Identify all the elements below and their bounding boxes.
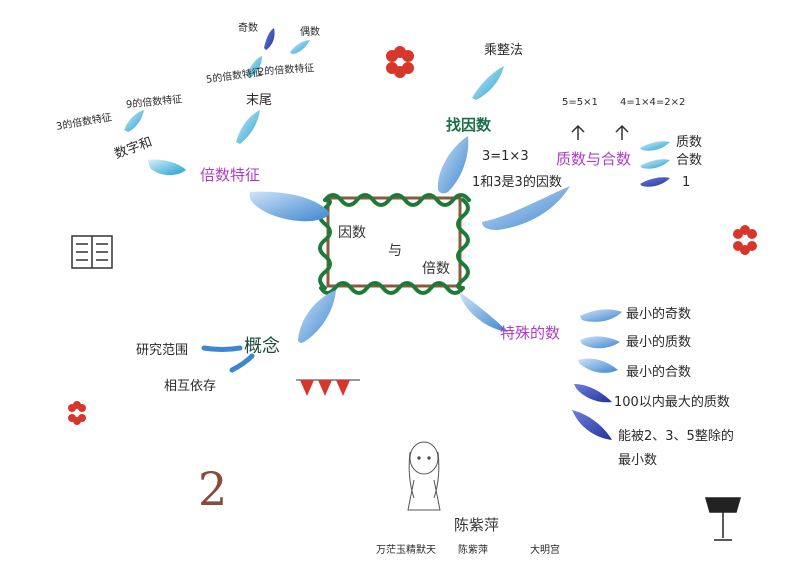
flower-icon	[733, 225, 757, 255]
branch-title-special-numbers: 特殊的数	[500, 324, 561, 342]
drop-odd	[264, 28, 275, 50]
special-item: 最小的奇数	[626, 307, 692, 322]
label-prime: 质数	[676, 135, 703, 150]
branch-title-concept: 概念	[244, 336, 280, 357]
label-scope: 研究范围	[136, 343, 189, 358]
drop-method	[472, 66, 504, 100]
label-one: 1	[682, 175, 691, 190]
center-title-multiple: 倍数	[422, 261, 450, 277]
branch-drop-multiple-features	[249, 191, 330, 222]
concept-scope-line	[201, 345, 243, 352]
special-item: 最小的合数	[626, 365, 692, 380]
signature-line-2: 陈紫萍	[458, 545, 488, 556]
center-title-and: 与	[388, 243, 402, 259]
book-icon	[71, 235, 113, 269]
drop-prime-2	[640, 159, 670, 169]
branch-title-find-factors: 找因数	[446, 116, 492, 134]
drop-special-5	[572, 410, 612, 440]
branch-drop-concept	[298, 290, 336, 343]
special-item: 最小数	[618, 453, 658, 468]
signature-line-3: 大明宫	[530, 545, 560, 556]
branch-title-prime-composite: 质数与合数	[556, 150, 632, 168]
flower-icon	[386, 46, 414, 78]
page-number: 2	[198, 462, 228, 516]
drop-even	[290, 40, 310, 54]
center-frame	[318, 193, 471, 295]
special-item: 能被2、3、5整除的	[618, 429, 734, 444]
label-prime-example: 5=5×1	[562, 97, 598, 108]
drop-special-2	[580, 336, 620, 349]
branch-title-multiple-features: 倍数特征	[200, 166, 261, 184]
drop-f5	[246, 56, 262, 78]
branch-drop-prime	[482, 186, 570, 230]
label-mutual: 相互依存	[164, 379, 217, 394]
drop-f3	[124, 110, 144, 132]
girl-figure-icon	[407, 441, 441, 511]
bunting-icon	[296, 379, 360, 396]
label-composite: 合数	[676, 153, 703, 168]
label-even: 偶数	[300, 27, 320, 38]
drop-special-1	[580, 309, 622, 322]
special-item: 最小的质数	[626, 335, 692, 350]
up-arrow-icon	[571, 124, 629, 140]
center-title-factor: 因数	[338, 225, 366, 241]
label-factor-conclusion: 1和3是3的因数	[472, 175, 562, 190]
label-method: 乘整法	[484, 43, 524, 58]
label-odd: 奇数	[238, 23, 258, 34]
label-last-digit: 末尾	[246, 93, 273, 108]
flower-icon	[68, 401, 86, 425]
drop-special-3	[578, 358, 618, 373]
label-factor-example: 3=1×3	[482, 149, 529, 164]
drop-digit-sum	[148, 159, 186, 176]
concept-mutual-line	[229, 353, 255, 373]
label-composite-example: 4=1×4=2×2	[620, 97, 686, 108]
author-name: 陈紫萍	[454, 516, 500, 534]
drop-special-4	[574, 384, 612, 403]
drop-last-digit	[236, 110, 260, 144]
special-item: 100以内最大的质数	[614, 395, 730, 410]
lamp-icon	[705, 497, 741, 541]
drop-prime-1	[640, 141, 670, 151]
branch-drop-special	[460, 292, 508, 332]
signature-line-1: 万茫玉精默天	[376, 545, 436, 556]
drop-prime-3	[640, 177, 670, 187]
branch-drop-find-factors	[437, 136, 469, 194]
